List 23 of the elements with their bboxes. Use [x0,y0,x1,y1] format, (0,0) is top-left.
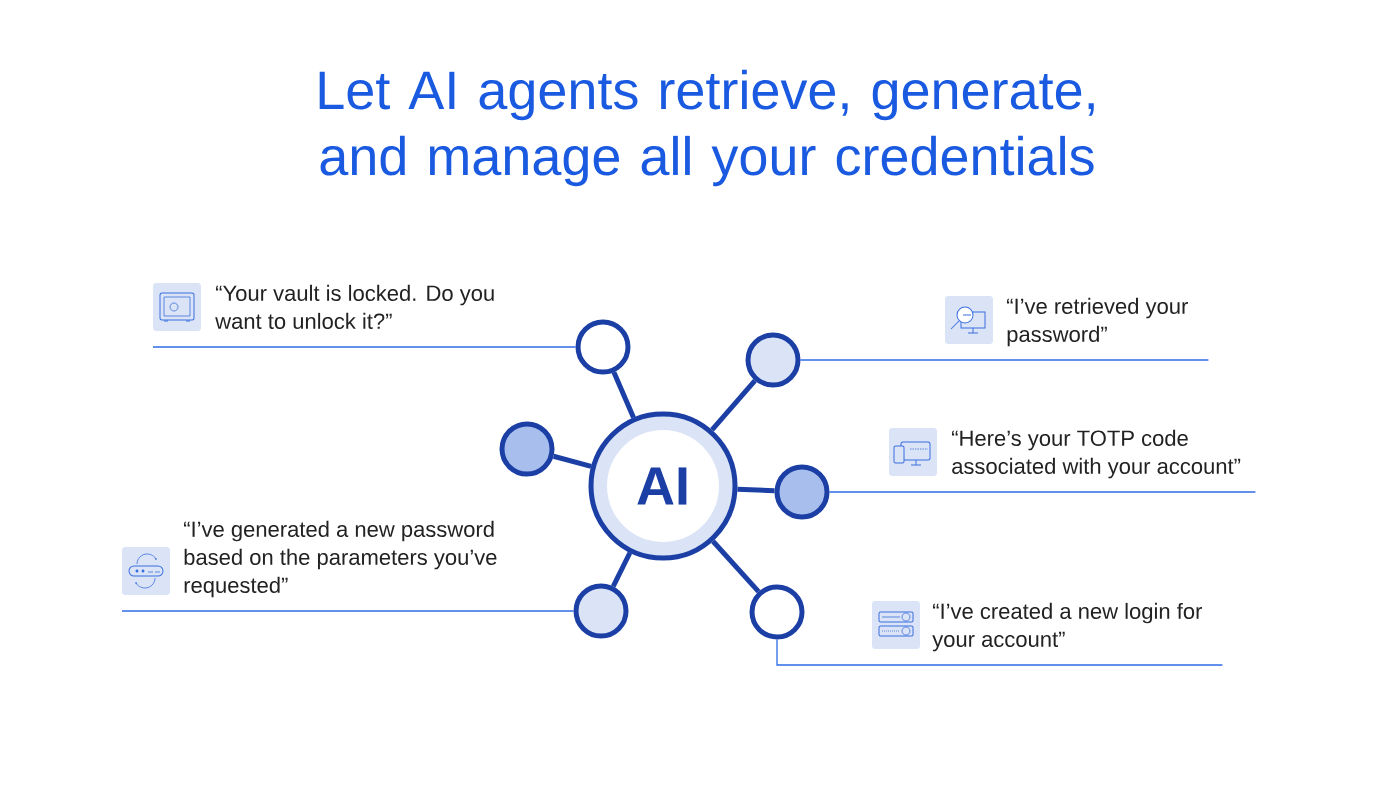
spoke-line [737,486,775,494]
quote-text: “Your vault is locked. Do you want to unlock it?” [215,284,494,330]
quote-text: “Here’s your TOTP code associated with your account” [952,429,1241,479]
circle [774,464,830,520]
circle [575,319,631,375]
circle [573,583,629,639]
spoke-line [552,453,592,469]
spoke-line [711,539,761,594]
connector-line [152,346,577,348]
circle [745,332,801,388]
spoke-line [611,371,636,419]
connector-line [776,638,1224,666]
quote-text: “I’ve created a new login for your account” [932,602,1203,652]
circle [749,584,805,640]
quote-text: “I’ve generated a new password based on the parameters you’ve requested” [184,520,497,598]
spoke-line [611,551,633,588]
quote-text: “I’ve retrieved your password” [1007,297,1188,347]
connector-line [828,491,1257,493]
connector-line [121,610,575,612]
connector-line [799,359,1210,361]
circle [499,421,555,477]
title: Let AI agents retrieve, generate, and manage all your credentials [319,69,1094,187]
spoke-line [710,379,757,432]
